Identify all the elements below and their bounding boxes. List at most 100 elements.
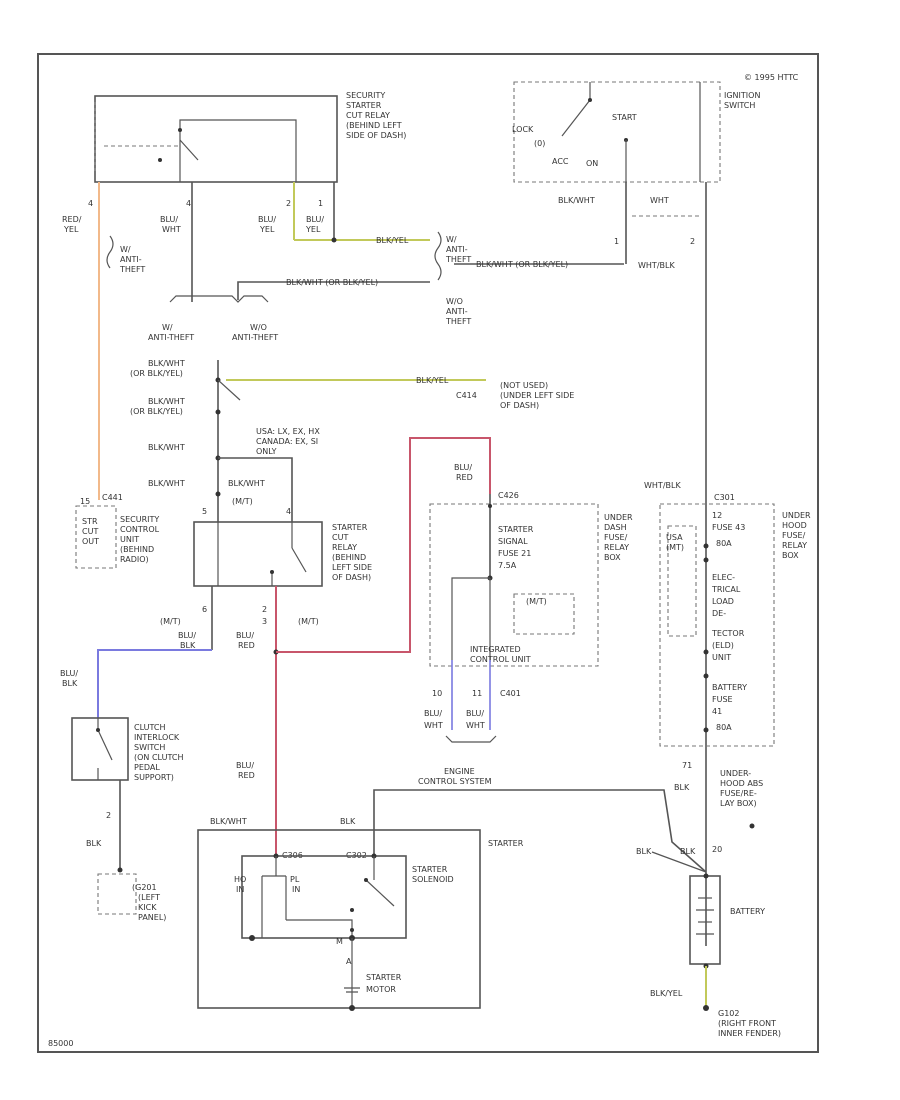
blk-wht-label-c: BLK/WHT [228, 479, 265, 488]
blk-wht-or-yel-mid-label: BLK/WHT (OR BLK/YEL) [286, 278, 378, 287]
w-anti-theft-right-3: THEFT [445, 255, 471, 264]
relay-pin-2: 2 [286, 199, 291, 208]
sec-pin-3: OUT [82, 537, 99, 546]
under-dash-fuse-box: BLU/ RED C426 STARTER SIGNAL FUSE 21 7.5… [429, 463, 633, 667]
icu-1: INTEGRATED [470, 645, 521, 654]
not-used-2: (UNDER LEFT SIDE [500, 391, 574, 400]
sec-pin-2: CUT [82, 527, 98, 536]
relay-pin-4a: 4 [88, 199, 93, 208]
engine-ctrl-2: CONTROL SYSTEM [418, 777, 492, 786]
gnd-right-3: INNER FENDER) [718, 1029, 781, 1038]
sec-unit-1: SECURITY [120, 515, 159, 524]
stack-label-2a: BLK/WHT [148, 397, 185, 406]
not-used-1: (NOT USED) [500, 381, 548, 390]
starter-label: STARTER [488, 839, 524, 848]
battery-label: BATTERY [730, 907, 765, 916]
ign-acc: ACC [552, 157, 569, 166]
usa-label-2: (MT) [666, 543, 684, 552]
mt-label-left: (M/T) [160, 617, 181, 626]
starter-blk: BLK [340, 817, 356, 826]
blu-wht-label-1: BLU/ [160, 215, 178, 224]
scr-2: CUT [332, 533, 348, 542]
scr-pin-2: 2 [262, 605, 267, 614]
blu-wht-pair-label-4: WHT [466, 721, 485, 730]
blu-yel-label-1: BLU/ [258, 215, 276, 224]
mt-label-icu: (M/T) [526, 597, 547, 606]
ssf-4: 7.5A [498, 561, 517, 570]
w-anti-theft-right-2: ANTI- [446, 245, 468, 254]
usa-label-1: USA [666, 533, 683, 542]
blk-wht-or-yel-right-label: BLK/WHT (OR BLK/YEL) [476, 260, 568, 269]
pin-15-label: 15 [80, 497, 90, 506]
blk-yel-bottom-label: BLK/YEL [650, 989, 683, 998]
ign-wht-label: WHT [650, 196, 669, 205]
w-anti-theft-inline-1: W/ [162, 323, 173, 332]
blu-blk-label-4: BLK [62, 679, 78, 688]
blk-yel-mid-label: BLK/YEL [416, 376, 449, 385]
usa-canada-2: CANADA: EX, SI [256, 437, 318, 446]
fuse-43-amp: 80A [716, 539, 732, 548]
uhb-5: BOX [782, 551, 799, 560]
security-relay-line-2: STARTER [346, 101, 382, 110]
security-relay-line-5: SIDE OF DASH) [346, 131, 406, 140]
blu-wht-pair-label-3: BLU/ [466, 709, 484, 718]
sec-unit-5: RADIO) [120, 555, 149, 564]
uhb-3: FUSE/ [782, 531, 806, 540]
udb-1: UNDER [604, 513, 633, 522]
blu-yel2-label-1: BLU/ [306, 215, 324, 224]
usa-canada-3: ONLY [256, 447, 277, 456]
uh-abs-1: UNDER- [720, 769, 751, 778]
gnd-left-4: PANEL) [138, 913, 166, 922]
eld-6: (ELD) [712, 641, 734, 650]
scr-6: OF DASH) [332, 573, 371, 582]
relay-pin-4b: 4 [186, 199, 191, 208]
engine-ctrl-wire [373, 789, 707, 873]
scr-3: RELAY [332, 543, 357, 552]
mt-label-right: (M/T) [298, 617, 319, 626]
solenoid-2: SOLENOID [412, 875, 454, 884]
w-anti-theft-inline-2: ANTI-THEFT [148, 333, 194, 342]
eld-4: DE- [712, 609, 726, 618]
bf-amp: 80A [716, 723, 732, 732]
gnd-right-2: (RIGHT FRONT [718, 1019, 776, 1028]
ignition-switch: LOCK (0) ACC ON START IGNITION SWITCH [512, 81, 760, 183]
engine-ctrl-1: ENGINE [444, 767, 475, 776]
motor-m: M [336, 937, 343, 946]
c441-label: C441 [102, 493, 123, 502]
bf-1: BATTERY [712, 683, 747, 692]
scr-pin-3: 3 [262, 617, 267, 626]
mt-label-top: (M/T) [232, 497, 253, 506]
blu-wht-label-2: WHT [162, 225, 181, 234]
pin-20: 20 [712, 845, 722, 854]
eld-1: ELEC- [712, 573, 735, 582]
udb-3: FUSE/ [604, 533, 628, 542]
motor-2: MOTOR [366, 985, 396, 994]
ign-off: (0) [534, 139, 545, 148]
security-relay-line-1: SECURITY [346, 91, 385, 100]
wht-blk-label-top: WHT/BLK [638, 261, 675, 270]
uhb-2: HOOD [782, 521, 807, 530]
gnd-right-1: G102 [718, 1009, 739, 1018]
under-hood-fuse-box: USA (MT) 12 FUSE 43 80A ELEC- TRICAL LOA… [659, 503, 811, 747]
blk-wht-or-yel-mid-wire [237, 281, 430, 300]
udb-5: BOX [604, 553, 621, 562]
clutch-2: INTERLOCK [134, 733, 180, 742]
security-relay-line-4: (BEHIND LEFT [346, 121, 402, 130]
gnd-left-2: (LEFT [138, 893, 160, 902]
scr-1: STARTER [332, 523, 368, 532]
wo-anti-theft-right-1: W/O [446, 297, 463, 306]
blu-blk-label-1: BLU/ [178, 631, 196, 640]
ho-2: IN [236, 885, 244, 894]
blu-red-label-1: BLU/ [236, 631, 254, 640]
ssf-2: SIGNAL [498, 537, 528, 546]
pin-12: 12 [712, 511, 722, 520]
blu-wht-pair-label-1: BLU/ [424, 709, 442, 718]
ssf-3: FUSE 21 [498, 549, 531, 558]
red-yel-label-1: RED/ [62, 215, 82, 224]
wo-anti-theft-inline-1: W/O [250, 323, 267, 332]
clutch-4: (ON CLUTCH [134, 753, 183, 762]
scr-pin-4: 4 [286, 507, 291, 516]
clutch-6: SUPPORT) [134, 773, 174, 782]
security-starter-cut-relay: SECURITY STARTER CUT RELAY (BEHIND LEFT … [94, 91, 406, 183]
